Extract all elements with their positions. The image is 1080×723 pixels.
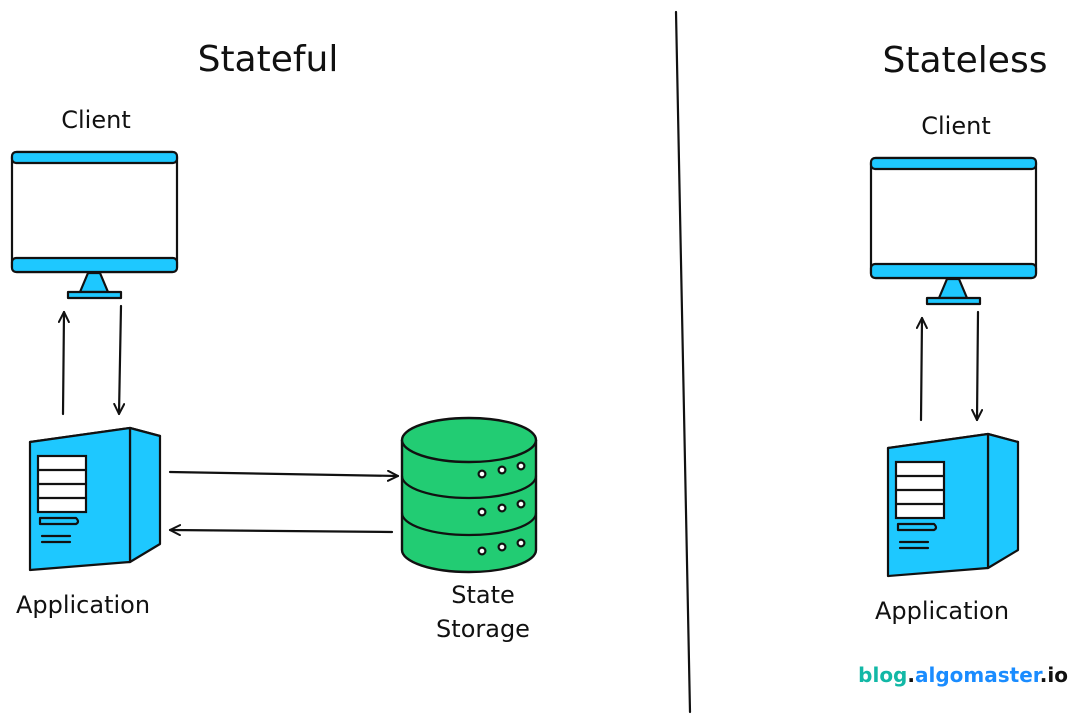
stateful-client-label: Client [61,106,130,134]
arrow-storage-to-app [168,524,394,537]
state-storage-database-icon [400,416,538,574]
brand-dot-2: . [1040,663,1048,687]
arrow-app-to-storage [168,469,400,482]
stateful-arrow-client-to-app [113,304,126,416]
section-divider [674,10,692,714]
stateless-application-label: Application [875,597,1009,625]
brand-dot-1: . [907,663,915,687]
stateless-client-monitor-icon [869,156,1038,306]
stateless-arrow-client-to-app [971,310,984,422]
stateless-title: Stateless [883,40,1048,81]
brand-part-algomaster: algomaster [915,663,1043,687]
brand-part-blog: blog [858,663,907,687]
stateful-title: Stateful [198,39,339,80]
stateless-client-label: Client [921,112,990,140]
stateless-arrow-app-to-client [915,316,928,422]
stateful-arrow-app-to-client [57,310,70,416]
brand-watermark: blog.algomaster.io [858,663,1068,687]
brand-part-io: io [1047,663,1068,687]
state-storage-label-line1: State [451,581,515,609]
stateful-client-monitor-icon [10,150,179,300]
stateless-application-server-icon [886,432,1020,578]
stateful-application-label: Application [16,591,150,619]
stateful-application-server-icon [28,426,162,572]
state-storage-label-line2: Storage [436,615,530,643]
